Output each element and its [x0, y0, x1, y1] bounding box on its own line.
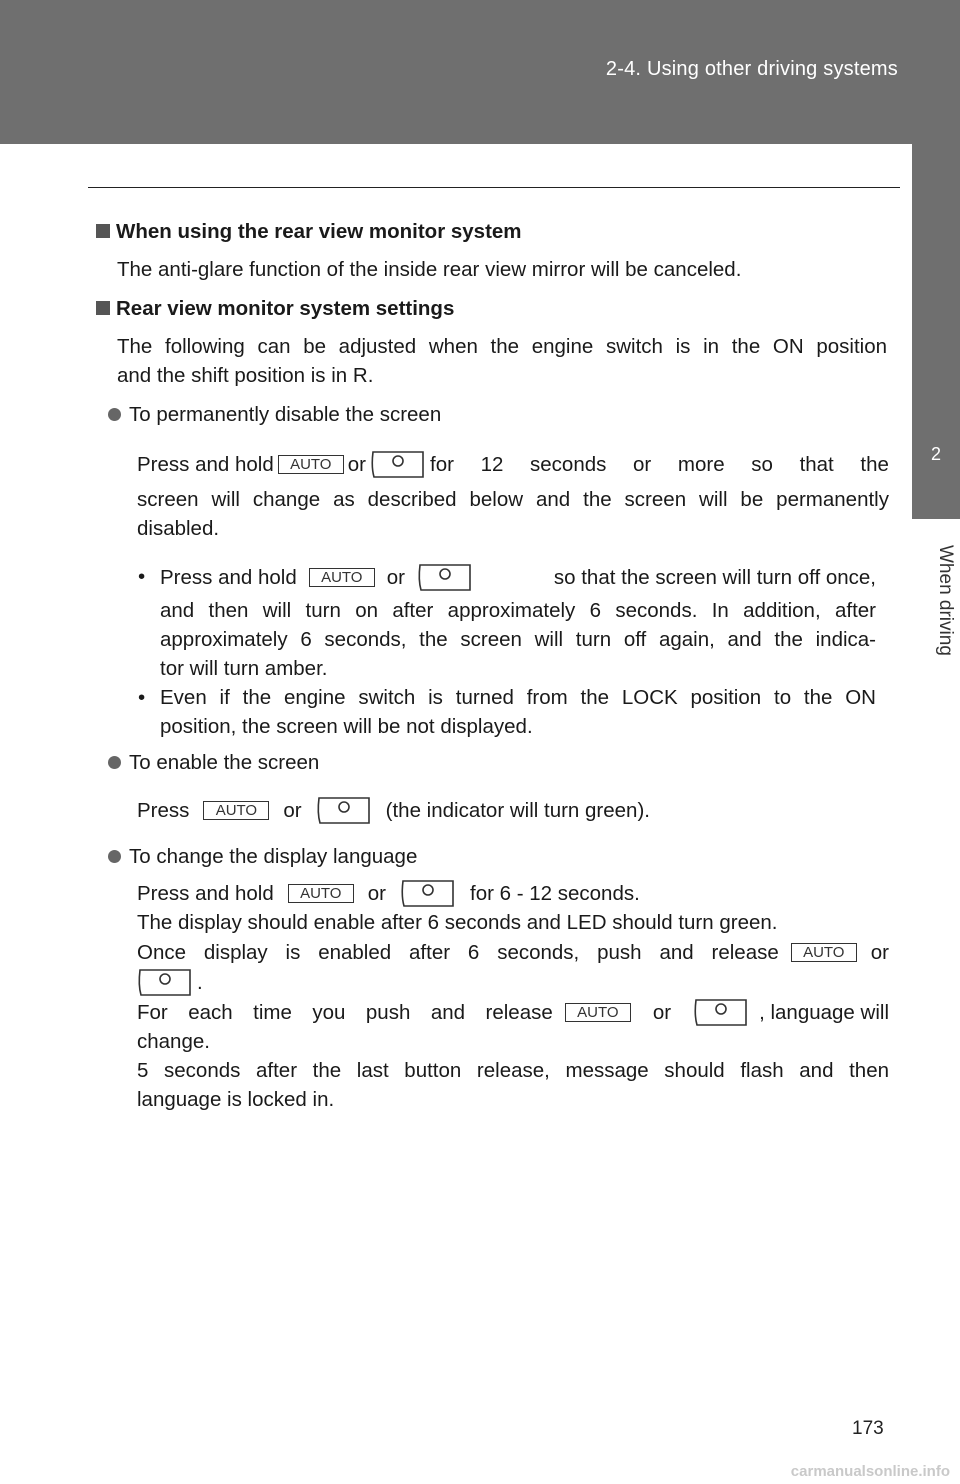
bullet-dot-icon: [108, 408, 121, 421]
watermark: carmanualsonline.info: [790, 1463, 950, 1480]
auto-button[interactable]: AUTO: [203, 800, 270, 820]
chapter-tab: 2: [912, 144, 960, 519]
paragraph: The anti-glare function of the inside re…: [117, 258, 742, 281]
auto-button[interactable]: AUTO: [790, 942, 857, 962]
page-number: 173: [852, 1418, 884, 1439]
auto-button[interactable]: AUTO: [308, 567, 375, 587]
header-band: 2-4. Using other driving systems: [0, 0, 960, 144]
section-title: 2-4. Using other driving systems: [605, 58, 898, 80]
paragraph: The following can be adjusted when the e…: [117, 335, 887, 387]
bullet-dot-icon: [108, 756, 121, 769]
camera-icon[interactable]: [400, 879, 456, 907]
square-bullet-icon: [96, 301, 110, 315]
square-bullet-icon: [96, 224, 110, 238]
camera-icon[interactable]: [316, 796, 372, 824]
heading-settings: Rear view monitor system settings: [96, 294, 454, 323]
sub-item: • Press and hold AUTO or so that the scr…: [138, 563, 876, 680]
auto-button[interactable]: AUTO: [564, 1002, 631, 1022]
divider: [88, 187, 900, 188]
paragraph: Press AUTO or (the indicator will turn g…: [137, 794, 889, 826]
heading-rear-view: When using the rear view monitor system: [96, 217, 522, 246]
bullet-enable: To enable the screen: [108, 748, 319, 777]
chapter-number: 2: [930, 444, 941, 464]
paragraph: Press and hold AUTO or for 6 - 12 second…: [137, 878, 889, 1114]
bullet-language: To change the display language: [108, 842, 417, 871]
chapter-label: When driving: [935, 544, 956, 656]
bullet-dot-icon: [108, 850, 121, 863]
auto-button[interactable]: AUTO: [287, 883, 354, 903]
sub-item: • Even if the engine switch is turned fr…: [138, 686, 876, 738]
camera-icon[interactable]: [137, 968, 193, 996]
camera-icon[interactable]: [370, 450, 426, 478]
camera-icon[interactable]: [693, 998, 749, 1026]
camera-icon[interactable]: [417, 563, 473, 591]
bullet-disable: To permanently disable the screen: [108, 400, 441, 429]
auto-button[interactable]: AUTO: [277, 454, 344, 474]
